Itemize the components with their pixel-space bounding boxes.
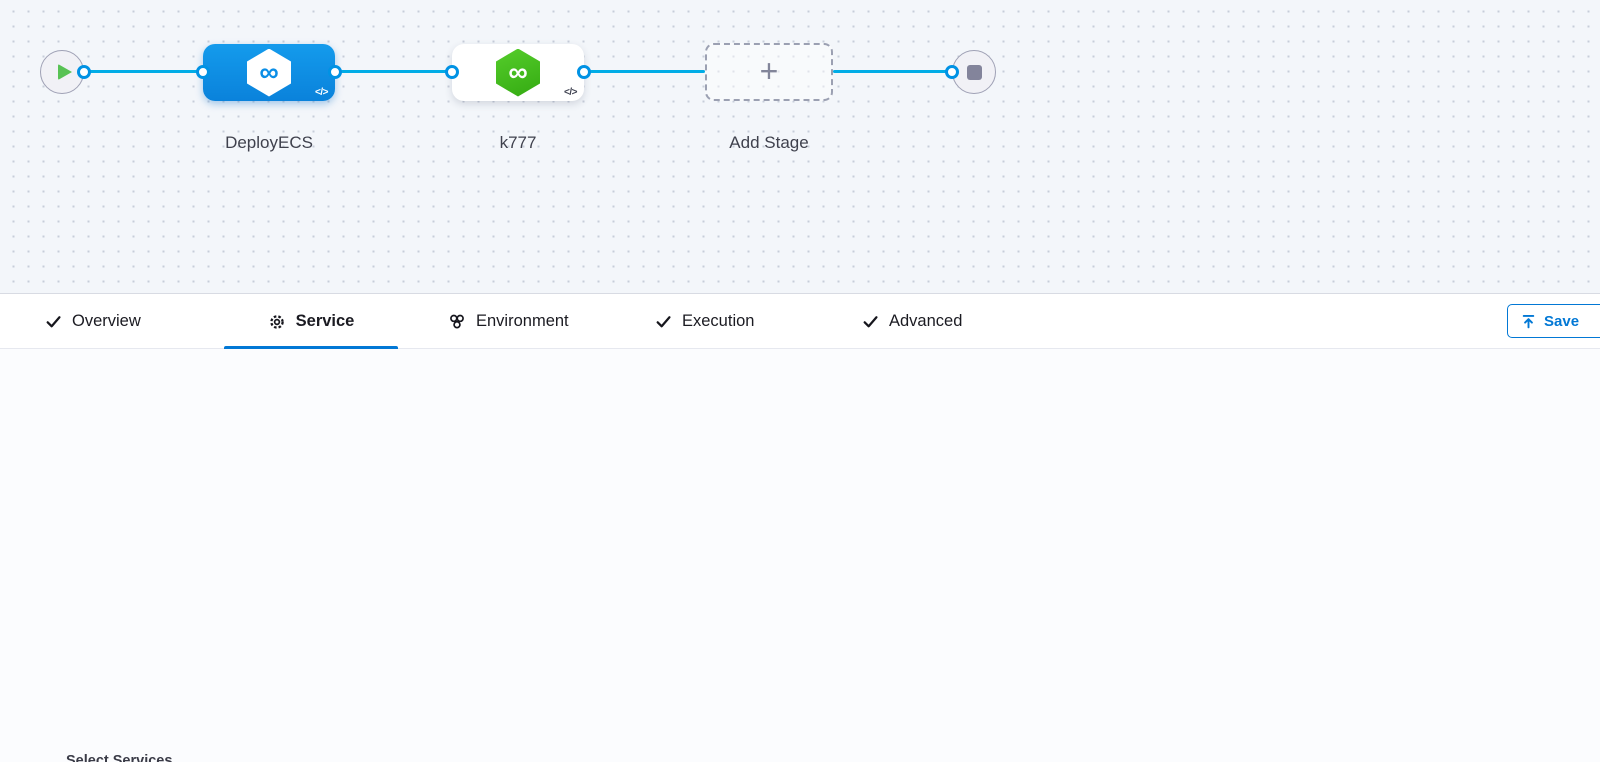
save-upload-icon [1522,314,1535,328]
pipeline-canvas[interactable]: ∞ </> ∞ </> + DeployECS k777 Add Stage [0,0,1600,293]
tab-execution[interactable]: Execution [655,294,754,349]
tab-overview[interactable]: Overview [45,294,141,349]
tab-environment[interactable]: Environment [448,294,569,349]
check-icon [656,316,671,328]
harness-stage-icon: ∞ [496,48,540,97]
connector-line [833,70,949,73]
tab-environment-label: Environment [476,312,569,330]
connector-port [196,65,210,79]
connector-line [341,70,449,73]
stage-label-deployecs: DeployECS [225,133,313,152]
harness-stage-icon: ∞ [247,48,291,97]
connector-port [945,65,959,79]
save-button-label: Save [1544,312,1580,330]
code-badge-icon: </> [564,87,577,98]
tab-advanced[interactable]: Advanced [862,294,962,349]
plus-icon: + [759,52,779,89]
select-services-label: Select Services [66,753,173,762]
service-tab-panel: Select Services PROJECT 1 [0,349,1600,762]
environment-icon [450,314,464,328]
code-badge-icon: </> [315,87,328,98]
connector-port [328,65,342,79]
stage-label-k777: k777 [499,133,537,152]
gear-icon [269,314,284,329]
save-button[interactable]: Save [1507,304,1600,338]
tab-service[interactable]: Service [224,294,398,349]
connector-port [445,65,459,79]
tab-overview-label: Overview [72,312,141,330]
tab-advanced-label: Advanced [889,312,963,330]
tab-service-label: Service [295,312,355,330]
check-icon [863,316,878,328]
connector-port [77,65,91,79]
connector-port [577,65,591,79]
pipeline-start-node [40,50,84,94]
add-stage-button[interactable]: + [705,43,833,101]
stage-tab-bar: Overview Service Environment Execution A… [0,293,1600,349]
stage-label-add-stage: Add Stage [729,133,809,152]
stage-node-k777[interactable]: ∞ </> [452,44,584,101]
infinity-glyph: ∞ [259,57,279,87]
stop-icon [966,64,982,80]
stage-node-deployecs[interactable]: ∞ </> [203,44,335,101]
connector-line [88,70,200,73]
infinity-glyph: ∞ [508,57,528,87]
tab-execution-label: Execution [682,312,755,330]
play-icon [57,64,72,80]
check-icon [46,316,61,328]
connector-line [590,70,705,73]
